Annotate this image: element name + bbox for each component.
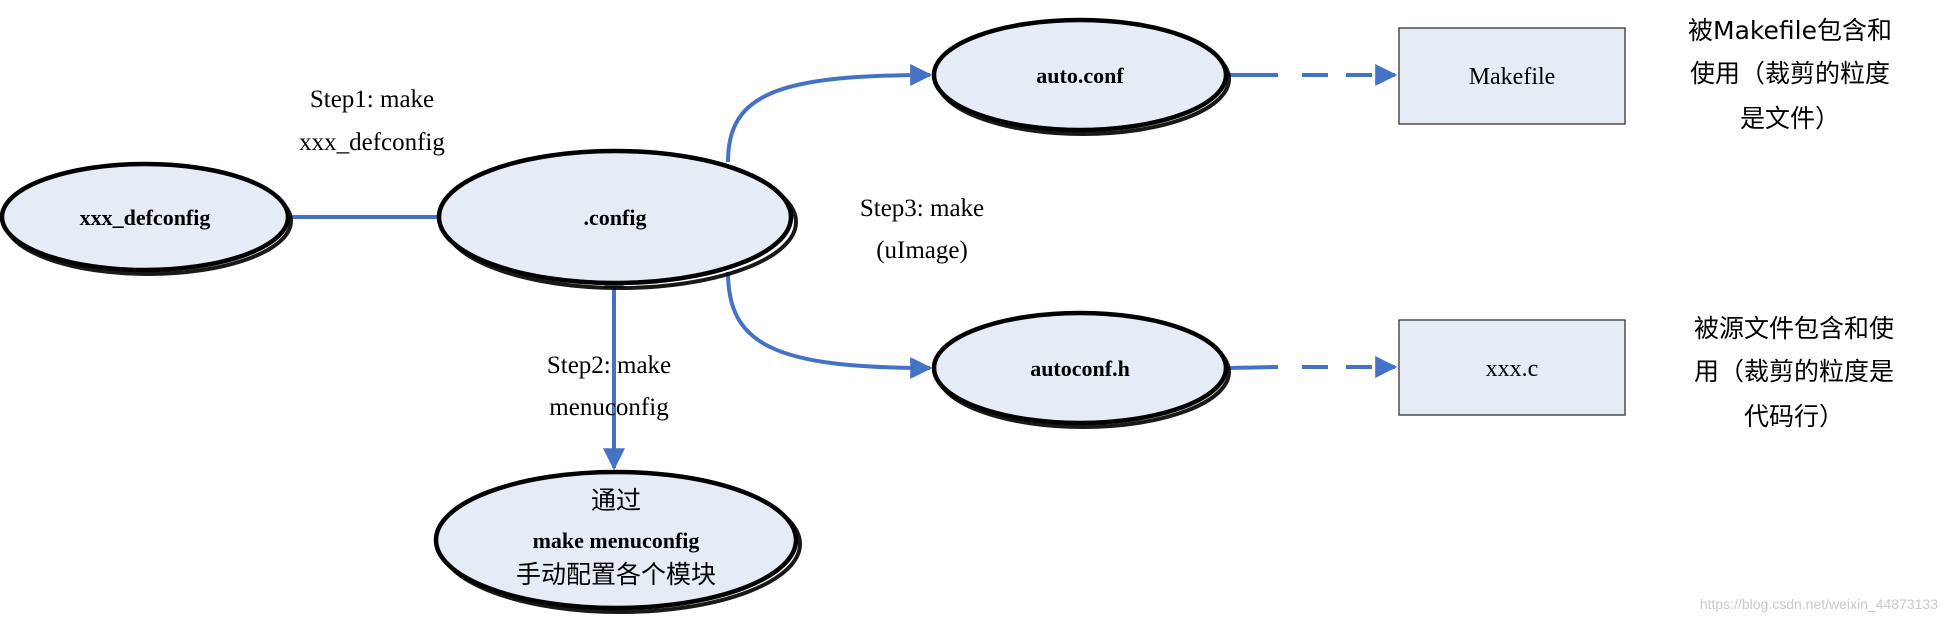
menuconfig-line-1: 通过 <box>591 486 641 515</box>
node-auto-conf: auto.conf <box>931 17 1231 136</box>
step2-line-2: menuconfig <box>549 394 669 421</box>
node-xxx-c: xxx.c <box>1398 319 1626 416</box>
source-note-line-3: 代码行） <box>1744 402 1844 431</box>
step3-line-1: Step3: make <box>860 195 984 222</box>
connector-autoconf-h-solid <box>1227 365 1279 370</box>
makefile-usage-note: 被Makefile包含和 使用（裁剪的粒度 是文件） <box>1688 16 1892 133</box>
makefile-note-line-3: 是文件） <box>1740 104 1840 133</box>
watermark: https://blog.csdn.net/weixin_44873133 <box>1700 596 1938 612</box>
step3-label: Step3: make (uImage) <box>860 195 984 264</box>
step2-label: Step2: make menuconfig <box>547 352 671 421</box>
node-autoconf-h-label: autoconf.h <box>1030 356 1130 381</box>
node-auto-conf-label: auto.conf <box>1036 63 1124 88</box>
node-makefile-label: Makefile <box>1469 64 1556 90</box>
menuconfig-line-3: 手动配置各个模块 <box>516 560 716 589</box>
source-note-line-2: 用（裁剪的粒度是 <box>1694 357 1894 386</box>
makefile-note-line-1: 被Makefile包含和 <box>1688 16 1892 45</box>
arrow-config-to-auto-conf <box>726 64 933 163</box>
makefile-note-line-2: 使用（裁剪的粒度 <box>1690 59 1890 88</box>
arrow-config-to-autoconf-h <box>726 271 933 379</box>
step1-line-2: xxx_defconfig <box>299 129 445 156</box>
menuconfig-line-2: make menuconfig <box>533 528 700 553</box>
node-xxx-defconfig: xxx_defconfig <box>0 161 293 276</box>
node-config: .config <box>436 148 798 290</box>
node-autoconf-h: autoconf.h <box>931 310 1231 429</box>
step1-line-1: Step1: make <box>310 86 434 113</box>
node-xxx-c-label: xxx.c <box>1486 356 1539 382</box>
node-config-label: .config <box>584 205 647 230</box>
node-xxx-defconfig-label: xxx_defconfig <box>80 205 211 230</box>
node-make-menuconfig: 通过 make menuconfig 手动配置各个模块 <box>433 469 802 614</box>
source-usage-note: 被源文件包含和使 用（裁剪的粒度是 代码行） <box>1694 314 1894 431</box>
step1-label: Step1: make xxx_defconfig <box>299 86 445 156</box>
step2-line-1: Step2: make <box>547 352 671 379</box>
step3-line-2: (uImage) <box>876 237 968 264</box>
source-note-line-1: 被源文件包含和使 <box>1694 314 1894 343</box>
node-makefile: Makefile <box>1398 27 1626 125</box>
